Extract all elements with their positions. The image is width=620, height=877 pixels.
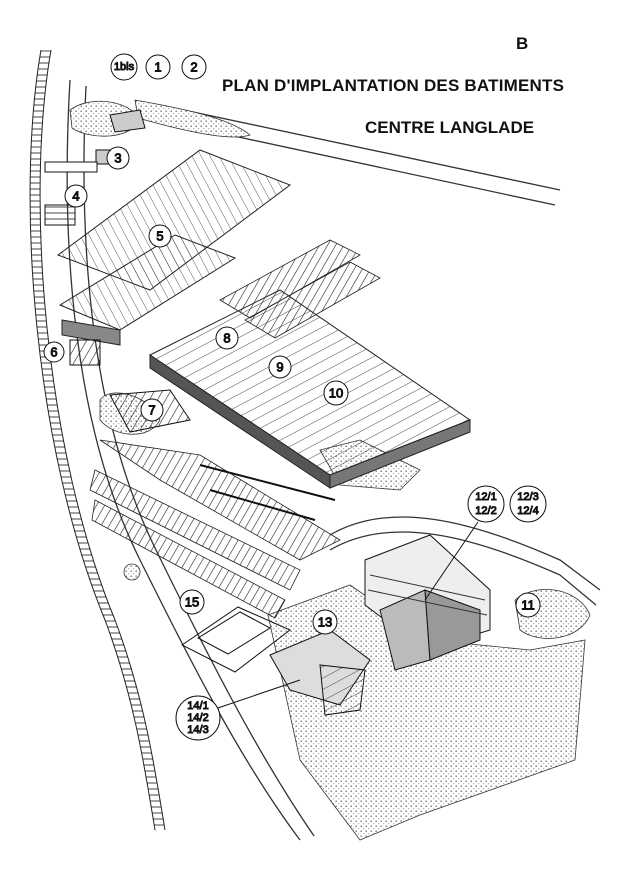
label-13: 13 xyxy=(312,609,338,635)
label-1-text: 1 xyxy=(154,60,161,75)
label-12-1-2: 12/1 12/2 xyxy=(424,485,505,601)
label-1: 1 xyxy=(145,54,171,80)
label-10: 10 xyxy=(323,380,349,406)
label-2-text: 2 xyxy=(190,60,197,75)
label-1bis-text: 1bis xyxy=(114,61,135,73)
map-subtitle: CENTRE LANGLADE xyxy=(365,118,535,137)
label-12-3-4: 12/3 12/4 xyxy=(509,485,547,523)
label-11-text: 11 xyxy=(521,598,535,613)
label-15-text: 15 xyxy=(185,595,199,610)
label-9: 9 xyxy=(268,355,292,379)
car-park-center xyxy=(89,239,381,619)
building-12 xyxy=(364,534,491,671)
label-14: 14/1 14/2 14/3 xyxy=(175,679,301,741)
label-6: 6 xyxy=(43,341,65,363)
label-4: 4 xyxy=(64,184,88,208)
building-5 xyxy=(56,149,292,346)
label-12-3-text: 12/3 xyxy=(517,491,538,503)
label-10-text: 10 xyxy=(329,386,343,401)
building-15-courts xyxy=(181,606,291,673)
label-4-text: 4 xyxy=(72,189,79,204)
label-3-text: 3 xyxy=(114,151,121,166)
railway xyxy=(29,49,166,831)
label-11: 11 xyxy=(515,592,541,618)
label-14-3-text: 14/3 xyxy=(187,724,208,736)
label-9-text: 9 xyxy=(276,360,283,375)
label-15: 15 xyxy=(179,589,205,615)
label-8-text: 8 xyxy=(223,331,230,346)
label-14-1-text: 14/1 xyxy=(187,700,208,712)
building-14 xyxy=(269,629,371,716)
label-7: 7 xyxy=(140,398,164,422)
label-12-2-text: 12/2 xyxy=(475,505,496,517)
label-2: 2 xyxy=(181,54,207,80)
label-14-2-text: 14/2 xyxy=(187,712,208,724)
label-6-text: 6 xyxy=(50,345,57,360)
building-labels: 1bis 1 2 3 4 5 6 7 xyxy=(43,53,547,741)
map-title: PLAN D'IMPLANTATION DES BATIMENTS xyxy=(222,76,565,95)
label-3: 3 xyxy=(106,146,130,170)
label-13-text: 13 xyxy=(318,615,332,630)
label-5-text: 5 xyxy=(156,229,163,244)
label-1bis: 1bis xyxy=(110,53,138,81)
label-7-text: 7 xyxy=(148,403,155,418)
label-5: 5 xyxy=(148,224,172,248)
label-12-4-text: 12/4 xyxy=(517,505,538,517)
label-12-1-text: 12/1 xyxy=(475,491,496,503)
sheet-letter: B xyxy=(516,34,529,53)
small-buildings xyxy=(44,109,191,433)
label-8: 8 xyxy=(215,326,239,350)
